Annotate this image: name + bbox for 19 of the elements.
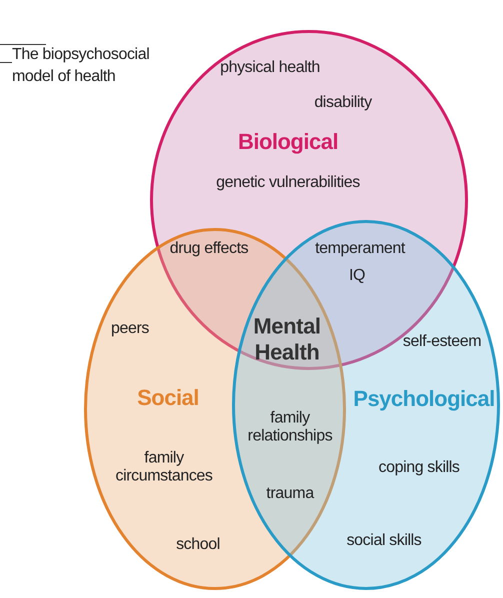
factor-label: IQ [348,266,366,286]
title-text: The biopsychosocial model of health [12,45,150,88]
factor-label: family circumstances [114,450,214,486]
factor-label: peers [110,320,150,338]
factor-label: school [176,536,220,554]
factor-label: disability [314,94,372,112]
factor-label: genetic vulnerabilities [216,174,360,192]
circle-heading: Biological [238,129,338,155]
factor-label: coping skills [378,458,460,478]
factor-label: drug effects [170,240,248,258]
factor-label: temperament [315,240,405,258]
factor-label: family relationships [246,410,334,446]
factor-label: social skills [346,532,422,550]
circle-heading: Social [137,385,199,411]
factor-label: trauma [266,484,314,504]
factor-label: self-esteem [402,332,482,352]
center-heading: Mental Health [252,314,322,366]
factor-label: physical health [220,58,320,78]
circle-heading: Psychological [353,386,495,412]
